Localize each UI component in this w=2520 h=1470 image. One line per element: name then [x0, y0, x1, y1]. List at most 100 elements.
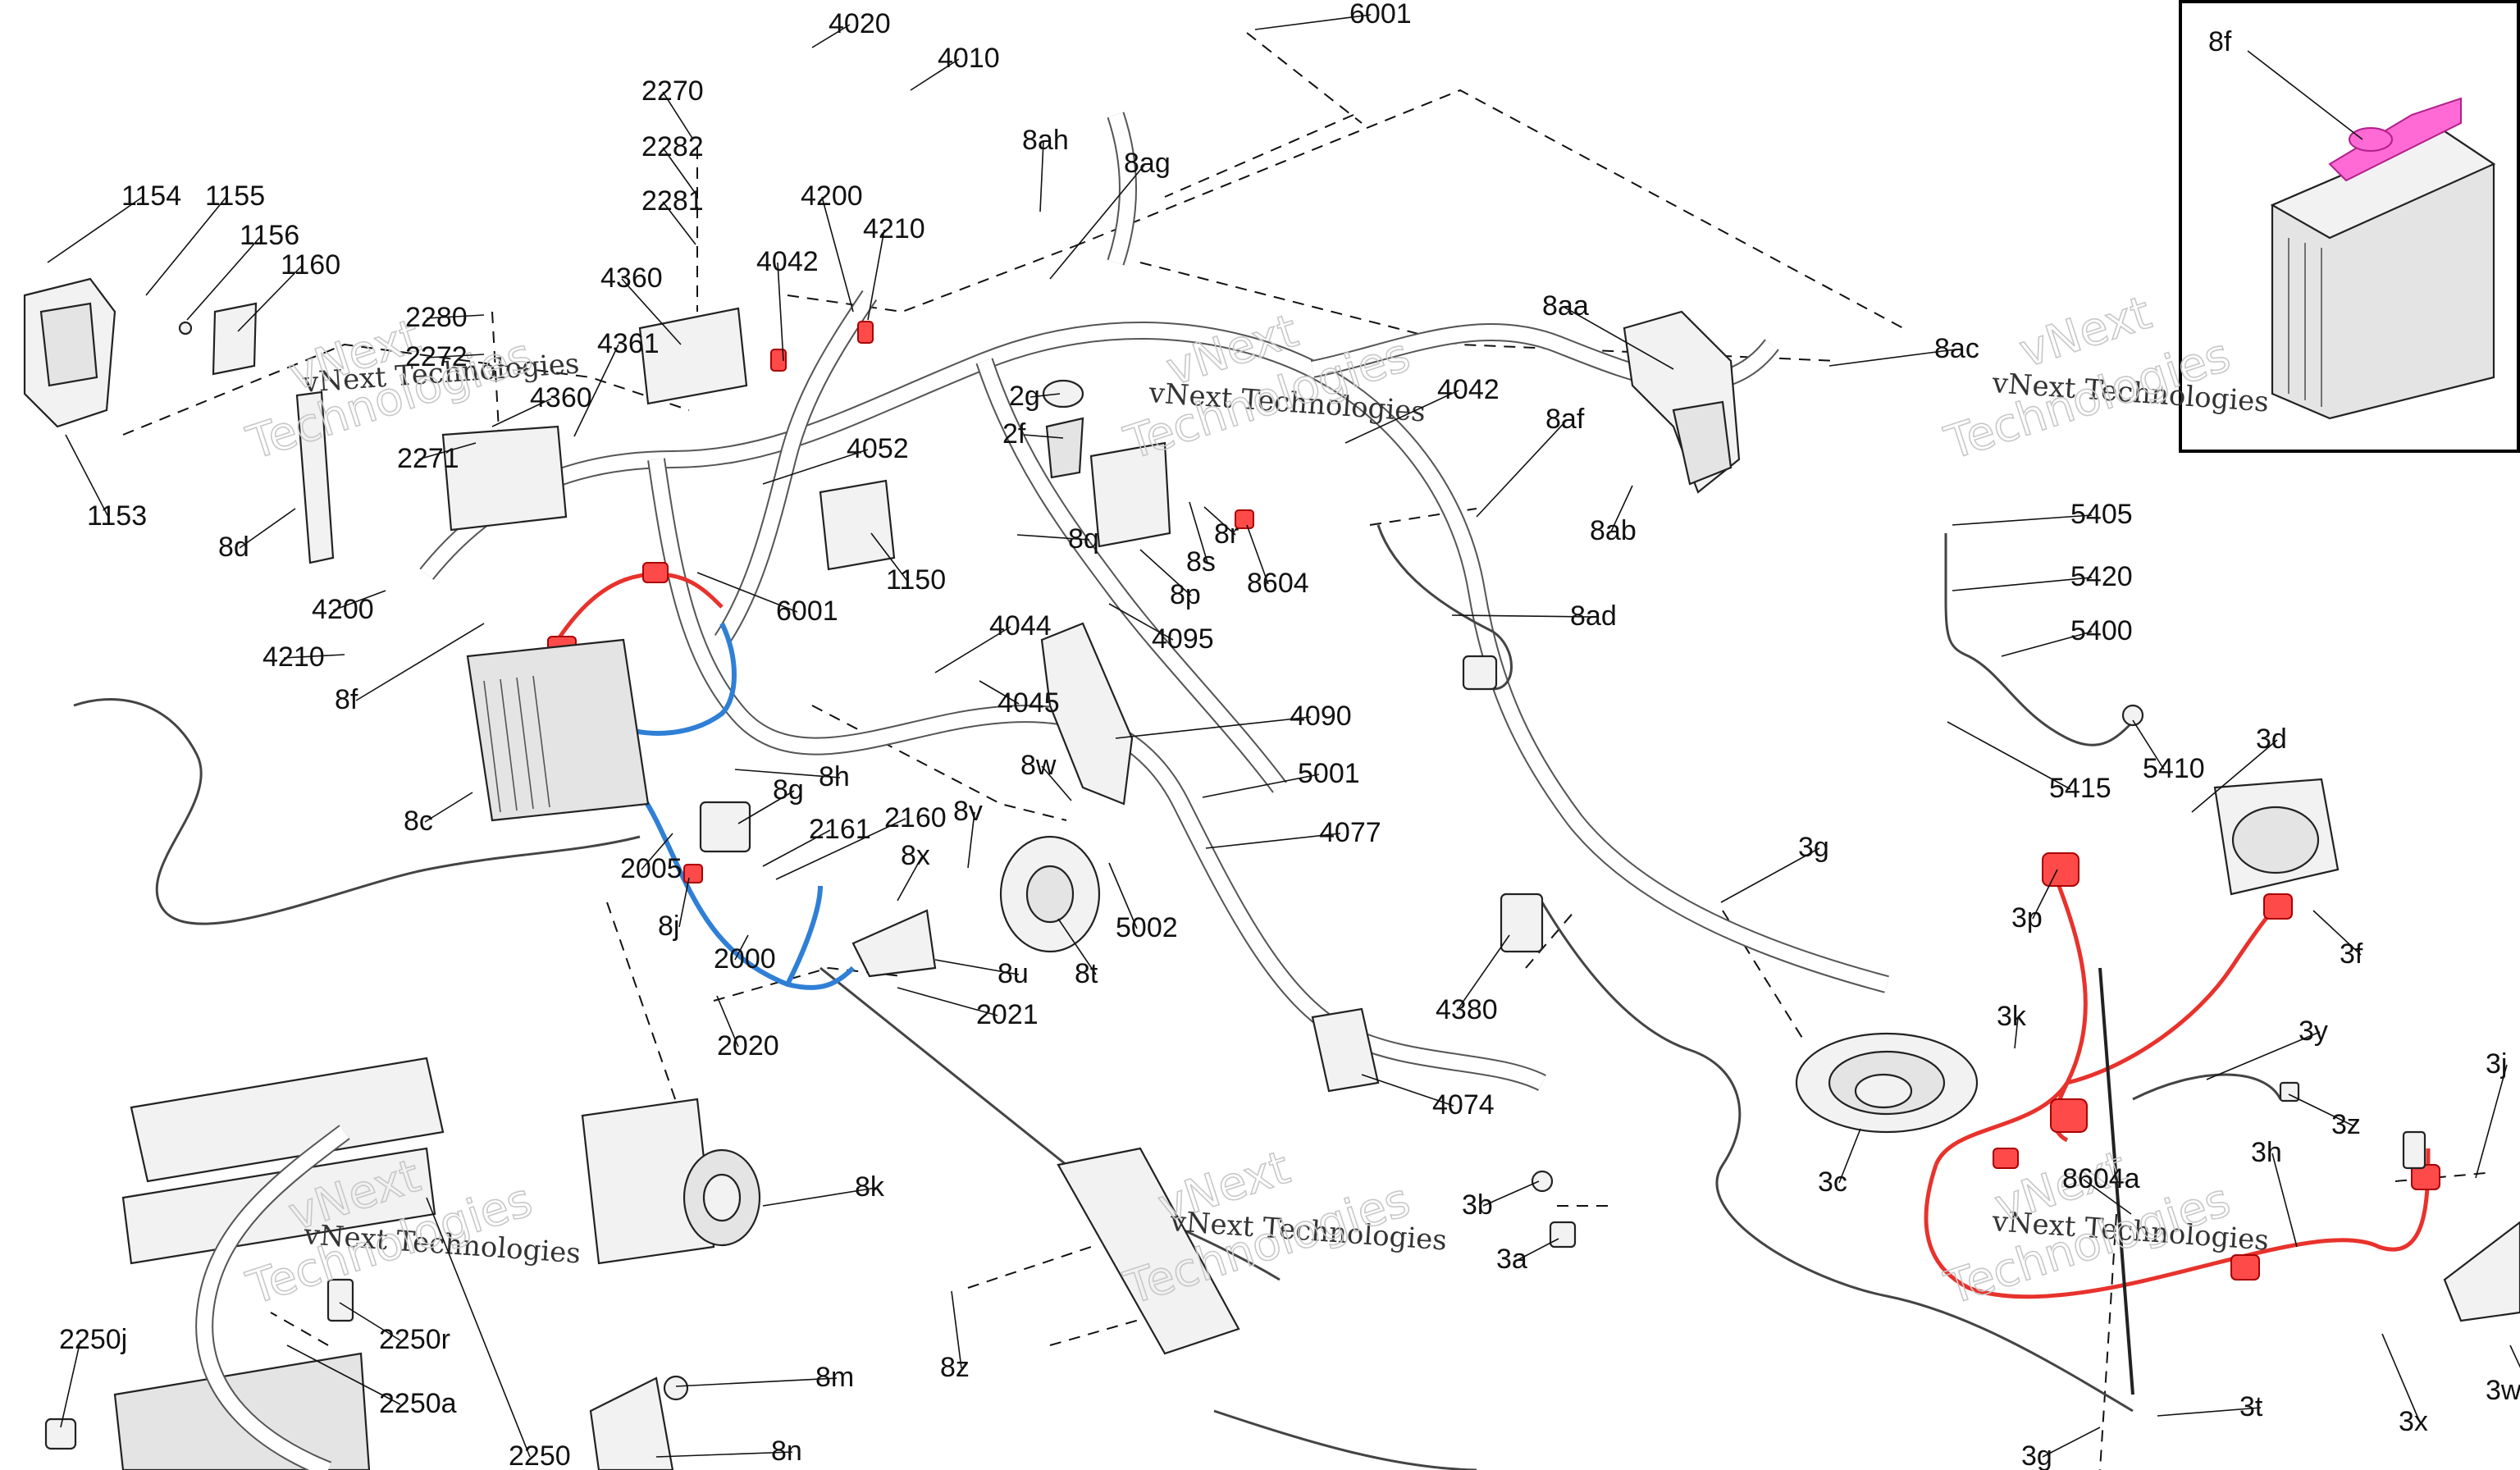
leader-line — [696, 572, 798, 613]
callout-c8604a: 8604a — [2062, 1163, 2140, 1215]
leader-line — [737, 790, 795, 824]
leader-line — [426, 354, 485, 358]
callout-label: 8n — [771, 1436, 802, 1467]
callout-label: 1160 — [281, 249, 340, 281]
callout-c8af: 8af — [1476, 404, 1585, 518]
callout-c5415: 5415 — [1947, 721, 2111, 804]
callout-label: 3g — [1798, 832, 1829, 863]
callout-c4210a: 4210 — [863, 213, 925, 321]
callout-c8ag: 8ag — [1049, 148, 1171, 280]
callout-c1153: 1153 — [65, 434, 147, 532]
callout-label: 8v — [953, 796, 983, 827]
callout-c8u: 8u — [934, 958, 1029, 989]
callout-label: 4095 — [1152, 623, 1214, 655]
callout-label: 4077 — [1319, 817, 1381, 848]
callout-label: 2g — [1009, 381, 1040, 412]
callout-label: 3j — [2486, 1048, 2507, 1080]
callout-label: 2282 — [641, 131, 704, 162]
leader-line — [339, 1302, 401, 1341]
callout-label: 8m — [815, 1362, 854, 1393]
callout-c3g_bot: 3g — [2021, 1427, 2101, 1470]
callout-c3b: 3b — [1462, 1180, 1540, 1221]
callout-label: 4200 — [801, 180, 863, 212]
inset-label: 8f — [2208, 26, 2232, 57]
leader-line — [662, 147, 696, 194]
leader-line — [1361, 1074, 1454, 1107]
callout-c8aa: 8aa — [1542, 290, 1674, 370]
leader-line — [332, 590, 386, 611]
leader-line — [65, 434, 109, 518]
callout-c3x: 3x — [2381, 1333, 2428, 1437]
leader-line — [1108, 603, 1174, 641]
callout-label: 1154 — [121, 180, 181, 212]
leader-line — [424, 792, 473, 823]
leader-line — [1344, 390, 1459, 444]
leader-line — [355, 623, 485, 701]
callout-c2250a: 2250a — [286, 1344, 457, 1419]
callout-c6001a: 6001 — [1254, 0, 1412, 30]
callout-c8t: 8t — [1057, 918, 1098, 989]
callout-c5400: 5400 — [2001, 615, 2133, 657]
leader-line — [1476, 419, 1568, 518]
callout-c4074: 4074 — [1361, 1074, 1495, 1121]
callout-c4020: 4020 — [811, 8, 891, 48]
callout-c2021: 2021 — [897, 987, 1039, 1030]
callout-label: 4360 — [600, 262, 663, 294]
leader-line — [239, 508, 296, 549]
leader-line — [979, 680, 1020, 705]
callout-label: 4042 — [1437, 374, 1500, 405]
inset-battery-hold-down: 8f — [2179, 0, 2520, 453]
leader-line — [1205, 833, 1341, 849]
callout-label: 2281 — [641, 185, 704, 217]
leader-line — [418, 442, 477, 460]
callout-c4095: 4095 — [1108, 603, 1214, 655]
callout-label: 4200 — [312, 594, 374, 625]
leader-line — [145, 196, 227, 296]
leader-line — [237, 265, 303, 332]
callout-label: 2000 — [714, 943, 776, 975]
leader-line — [1952, 577, 2093, 591]
callout-c4210b: 4210 — [262, 641, 345, 673]
callout-c3c: 3c — [1818, 1128, 1861, 1198]
callout-label: 3a — [1496, 1244, 1527, 1275]
callout-label: 8k — [855, 1171, 885, 1203]
leader-line — [1016, 534, 1090, 541]
callout-c2271: 2271 — [397, 442, 477, 474]
leader-line — [573, 344, 619, 437]
leader-line — [762, 449, 869, 485]
callout-c3h: 3h — [2251, 1137, 2298, 1248]
callout-c4045: 4045 — [979, 680, 1060, 719]
speaker-harness-highlight — [1924, 852, 2440, 1299]
callout-c8s: 8s — [1186, 501, 1216, 578]
callout-c8ab: 8ab — [1590, 485, 1637, 546]
callout-c3f: 3f — [2312, 910, 2363, 970]
callout-label: 3g — [2021, 1440, 2052, 1470]
leader-line — [762, 829, 831, 867]
callout-label: 4210 — [863, 213, 925, 244]
callout-c3k: 3k — [1997, 1001, 2027, 1049]
callout-c5002: 5002 — [1108, 862, 1178, 943]
callout-label: 2160 — [884, 802, 947, 833]
callout-label: 3z — [2331, 1109, 2361, 1140]
leader-line — [1139, 549, 1192, 596]
main-harness — [73, 112, 2282, 1470]
leader-line — [734, 769, 841, 778]
callout-c2g: 2g — [1009, 381, 1061, 412]
callout-c8v: 8v — [953, 796, 983, 869]
callout-label: 8w — [1020, 750, 1057, 781]
callout-c4090: 4090 — [1115, 701, 1352, 739]
leader-line — [1456, 934, 1510, 1011]
callout-label: 5420 — [2070, 561, 2133, 592]
leader-line — [1246, 524, 1269, 585]
leader-line — [2083, 1179, 2132, 1215]
callout-c8q: 8q — [1016, 523, 1099, 555]
callout-c1160: 1160 — [237, 249, 340, 332]
callout-c3y: 3y — [2206, 1016, 2328, 1080]
callout-c2270: 2270 — [641, 75, 704, 140]
callout-c5001: 5001 — [1202, 758, 1360, 798]
callout-c2282: 2282 — [641, 131, 704, 194]
callout-c8c: 8c — [404, 792, 473, 837]
callout-label: 5400 — [2070, 615, 2133, 646]
callout-label: 4052 — [847, 433, 909, 464]
